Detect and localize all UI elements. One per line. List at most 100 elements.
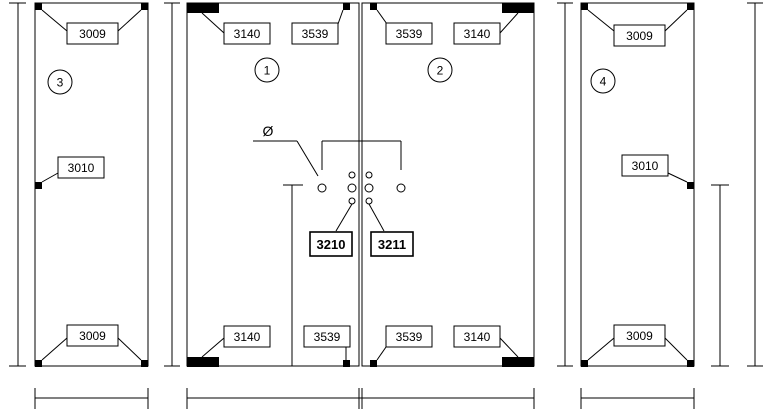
leader-line — [664, 337, 688, 361]
panel-number-badge: 3 — [47, 69, 73, 95]
leader-line — [587, 9, 615, 32]
panel-1: 3140 3539 3140 3539 1 — [186, 2, 360, 367]
hole — [365, 197, 373, 205]
hinge-label-left: 3210 — [309, 231, 353, 257]
hinge-label-text: 3211 — [378, 237, 406, 252]
fitting-mark — [687, 3, 694, 10]
panel-number-badge: 1 — [254, 57, 280, 83]
leader-line — [664, 9, 688, 32]
handle-hole — [396, 183, 406, 193]
part-label-text: 3539 — [396, 27, 423, 41]
hole — [347, 183, 357, 193]
fitting-mark — [343, 3, 350, 10]
part-label: 3009 — [66, 324, 119, 347]
leader-line — [376, 9, 388, 25]
vertical-dimensions — [9, 2, 763, 367]
part-label: 3010 — [57, 156, 105, 179]
part-label-text: 3140 — [464, 330, 491, 344]
patch-fitting — [502, 357, 534, 367]
leader-line — [41, 172, 59, 183]
part-label-text: 3010 — [68, 161, 95, 175]
fitting-mark — [687, 360, 694, 367]
panel-2: 3539 3140 3539 3140 2 — [361, 2, 535, 367]
part-label: 3539 — [385, 325, 433, 348]
leader-line — [337, 9, 344, 25]
part-label-text: 3009 — [79, 329, 106, 343]
handle-hole — [317, 183, 327, 193]
part-label-text: 3140 — [464, 27, 491, 41]
part-label: 3140 — [223, 325, 271, 348]
patch-fitting — [502, 3, 534, 13]
fitting-mark — [581, 360, 588, 367]
fitting-mark — [343, 360, 350, 367]
part-label: 3009 — [613, 324, 666, 347]
hole — [348, 197, 356, 205]
diameter-symbol: Ø — [263, 123, 274, 139]
part-label-text: 3009 — [626, 329, 653, 343]
part-label-text: 3009 — [79, 27, 106, 41]
fitting-mark — [581, 3, 588, 10]
panel-number: 2 — [437, 64, 444, 78]
fitting-mark — [687, 182, 694, 189]
part-label-text: 3539 — [396, 330, 423, 344]
leader-line — [667, 172, 688, 183]
horizontal-dimensions — [34, 388, 695, 409]
part-label: 3539 — [303, 325, 351, 348]
panel-number-badge: 2 — [427, 57, 453, 83]
glass-panel-1 — [186, 2, 360, 367]
leader-line — [335, 203, 353, 232]
panel-number-badge: 4 — [590, 68, 616, 94]
leader-line — [41, 337, 68, 361]
part-label: 3140 — [223, 22, 271, 45]
part-label: 3010 — [621, 154, 669, 177]
part-label-text: 3539 — [302, 27, 329, 41]
hole — [365, 171, 373, 179]
part-label-text: 3009 — [626, 29, 653, 43]
fitting-mark — [35, 3, 42, 10]
leader-line — [117, 9, 142, 32]
leader-line — [499, 337, 519, 358]
glass-panel-3 — [34, 2, 149, 367]
part-label: 3140 — [453, 22, 501, 45]
leader-line — [368, 203, 385, 232]
fitting-mark — [35, 182, 42, 189]
center-hardware: Ø 3210 3211 — [253, 123, 414, 366]
leader-line — [201, 12, 225, 34]
part-label: 3140 — [453, 325, 501, 348]
part-label-text: 3010 — [632, 159, 659, 173]
panel-number: 3 — [57, 76, 64, 90]
panel-number: 1 — [264, 64, 271, 78]
hole — [364, 183, 374, 193]
fitting-mark — [370, 360, 377, 367]
glass-panel-4 — [580, 2, 695, 367]
hole — [348, 171, 356, 179]
patch-fitting — [187, 3, 219, 13]
part-label: 3539 — [291, 22, 339, 45]
part-label-text: 3539 — [314, 330, 341, 344]
part-label: 3009 — [66, 22, 119, 45]
leader-line — [499, 12, 519, 34]
part-label: 3009 — [613, 24, 666, 47]
fitting-mark — [141, 360, 148, 367]
panel-number: 4 — [600, 75, 607, 89]
leader-line — [587, 337, 615, 361]
leader-line — [41, 9, 68, 32]
panel-3: 3009 3010 3009 3 — [34, 2, 149, 367]
part-label: 3539 — [385, 22, 433, 45]
patch-fitting — [187, 357, 219, 367]
fitting-mark — [370, 3, 377, 10]
diameter-leader — [296, 140, 319, 177]
glass-panel-2 — [361, 2, 535, 367]
hinge-label-right: 3211 — [370, 231, 414, 257]
fitting-mark — [35, 360, 42, 367]
leader-line — [201, 337, 225, 358]
part-label-text: 3140 — [234, 27, 261, 41]
hinge-label-text: 3210 — [317, 237, 346, 252]
leader-line — [117, 337, 142, 361]
fitting-mark — [141, 3, 148, 10]
leader-line — [376, 346, 387, 361]
panel-4: 3009 3010 3009 4 — [580, 2, 695, 367]
part-label-text: 3140 — [234, 330, 261, 344]
